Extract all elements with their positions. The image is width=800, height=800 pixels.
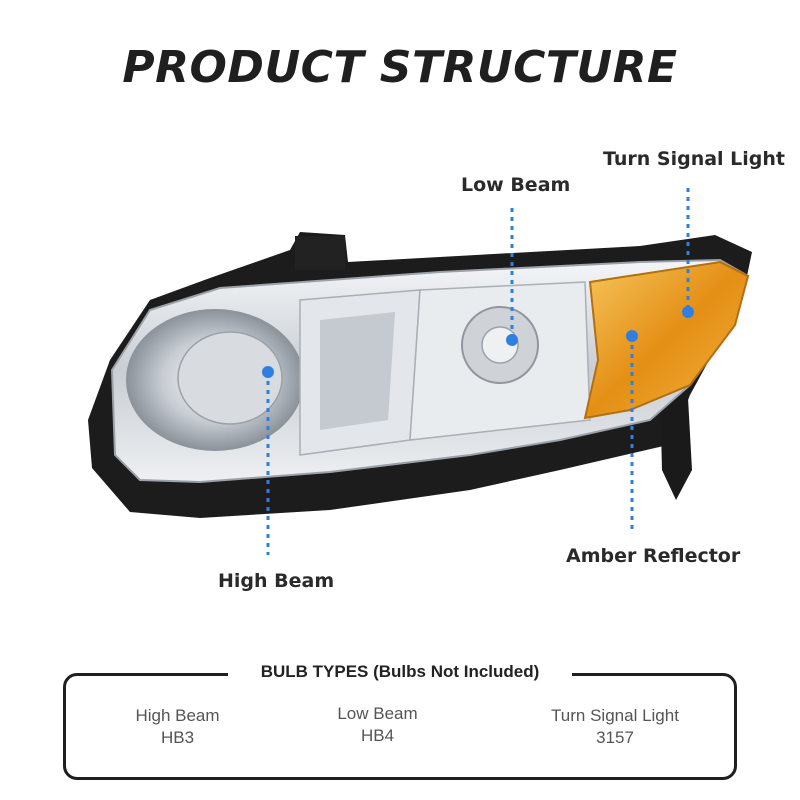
amber-reflector-marker	[626, 330, 638, 342]
bulb-types-heading: BULB TYPES (Bulbs Not Included)	[228, 658, 572, 686]
bulb-item-turn-signal: Turn Signal Light 3157	[525, 705, 705, 749]
low-beam-label: Low Beam	[461, 174, 571, 196]
bulb-type: 3157	[596, 728, 634, 747]
bulb-item-low-beam: Low Beam HB4	[305, 703, 450, 747]
bulb-name: Turn Signal Light	[551, 706, 679, 725]
amber-reflector	[583, 260, 750, 420]
bulb-name: High Beam	[135, 706, 220, 725]
bulb-name: Low Beam	[337, 704, 418, 723]
lens	[110, 258, 750, 484]
bulb-type: HB3	[160, 728, 195, 747]
turn-signal-marker	[682, 306, 694, 318]
bulb-type: HB4	[360, 726, 395, 745]
page-title: PRODUCT STRUCTURE	[122, 42, 678, 93]
high-beam-marker	[262, 366, 274, 378]
amber-reflector-label: Amber Reflector	[566, 545, 741, 567]
bulb-item-high-beam: High Beam HB3	[105, 705, 250, 749]
leader-lines	[266, 188, 690, 555]
turn-signal-label: Turn Signal Light	[603, 148, 786, 170]
high-beam-label: High Beam	[218, 570, 335, 592]
low-beam-marker	[506, 334, 518, 346]
